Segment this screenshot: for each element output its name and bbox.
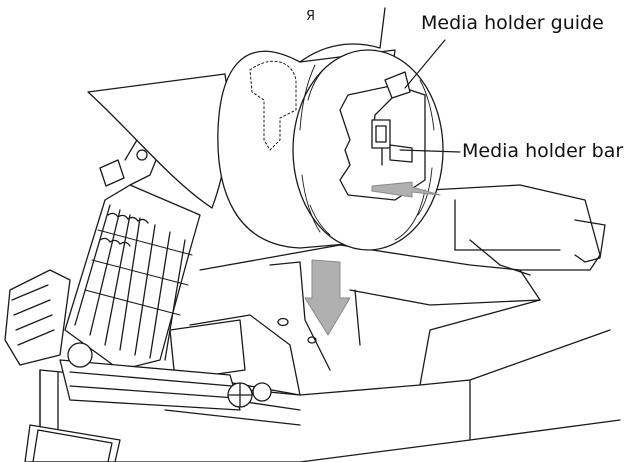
reel-mark: Я xyxy=(306,9,315,24)
media-holder-bar xyxy=(371,119,413,166)
slide-arrow xyxy=(371,181,441,198)
media-holder-bar-label: Media holder bar xyxy=(462,140,624,162)
leader-lines xyxy=(399,39,461,153)
media-holder-guide-label: Media holder guide xyxy=(421,12,604,34)
media-holder-guide xyxy=(371,71,411,141)
media-roll xyxy=(217,7,444,251)
media-sheet xyxy=(87,73,229,209)
print-head-assembly xyxy=(4,134,272,411)
down-arrow xyxy=(304,259,351,336)
display-panel xyxy=(24,424,121,462)
